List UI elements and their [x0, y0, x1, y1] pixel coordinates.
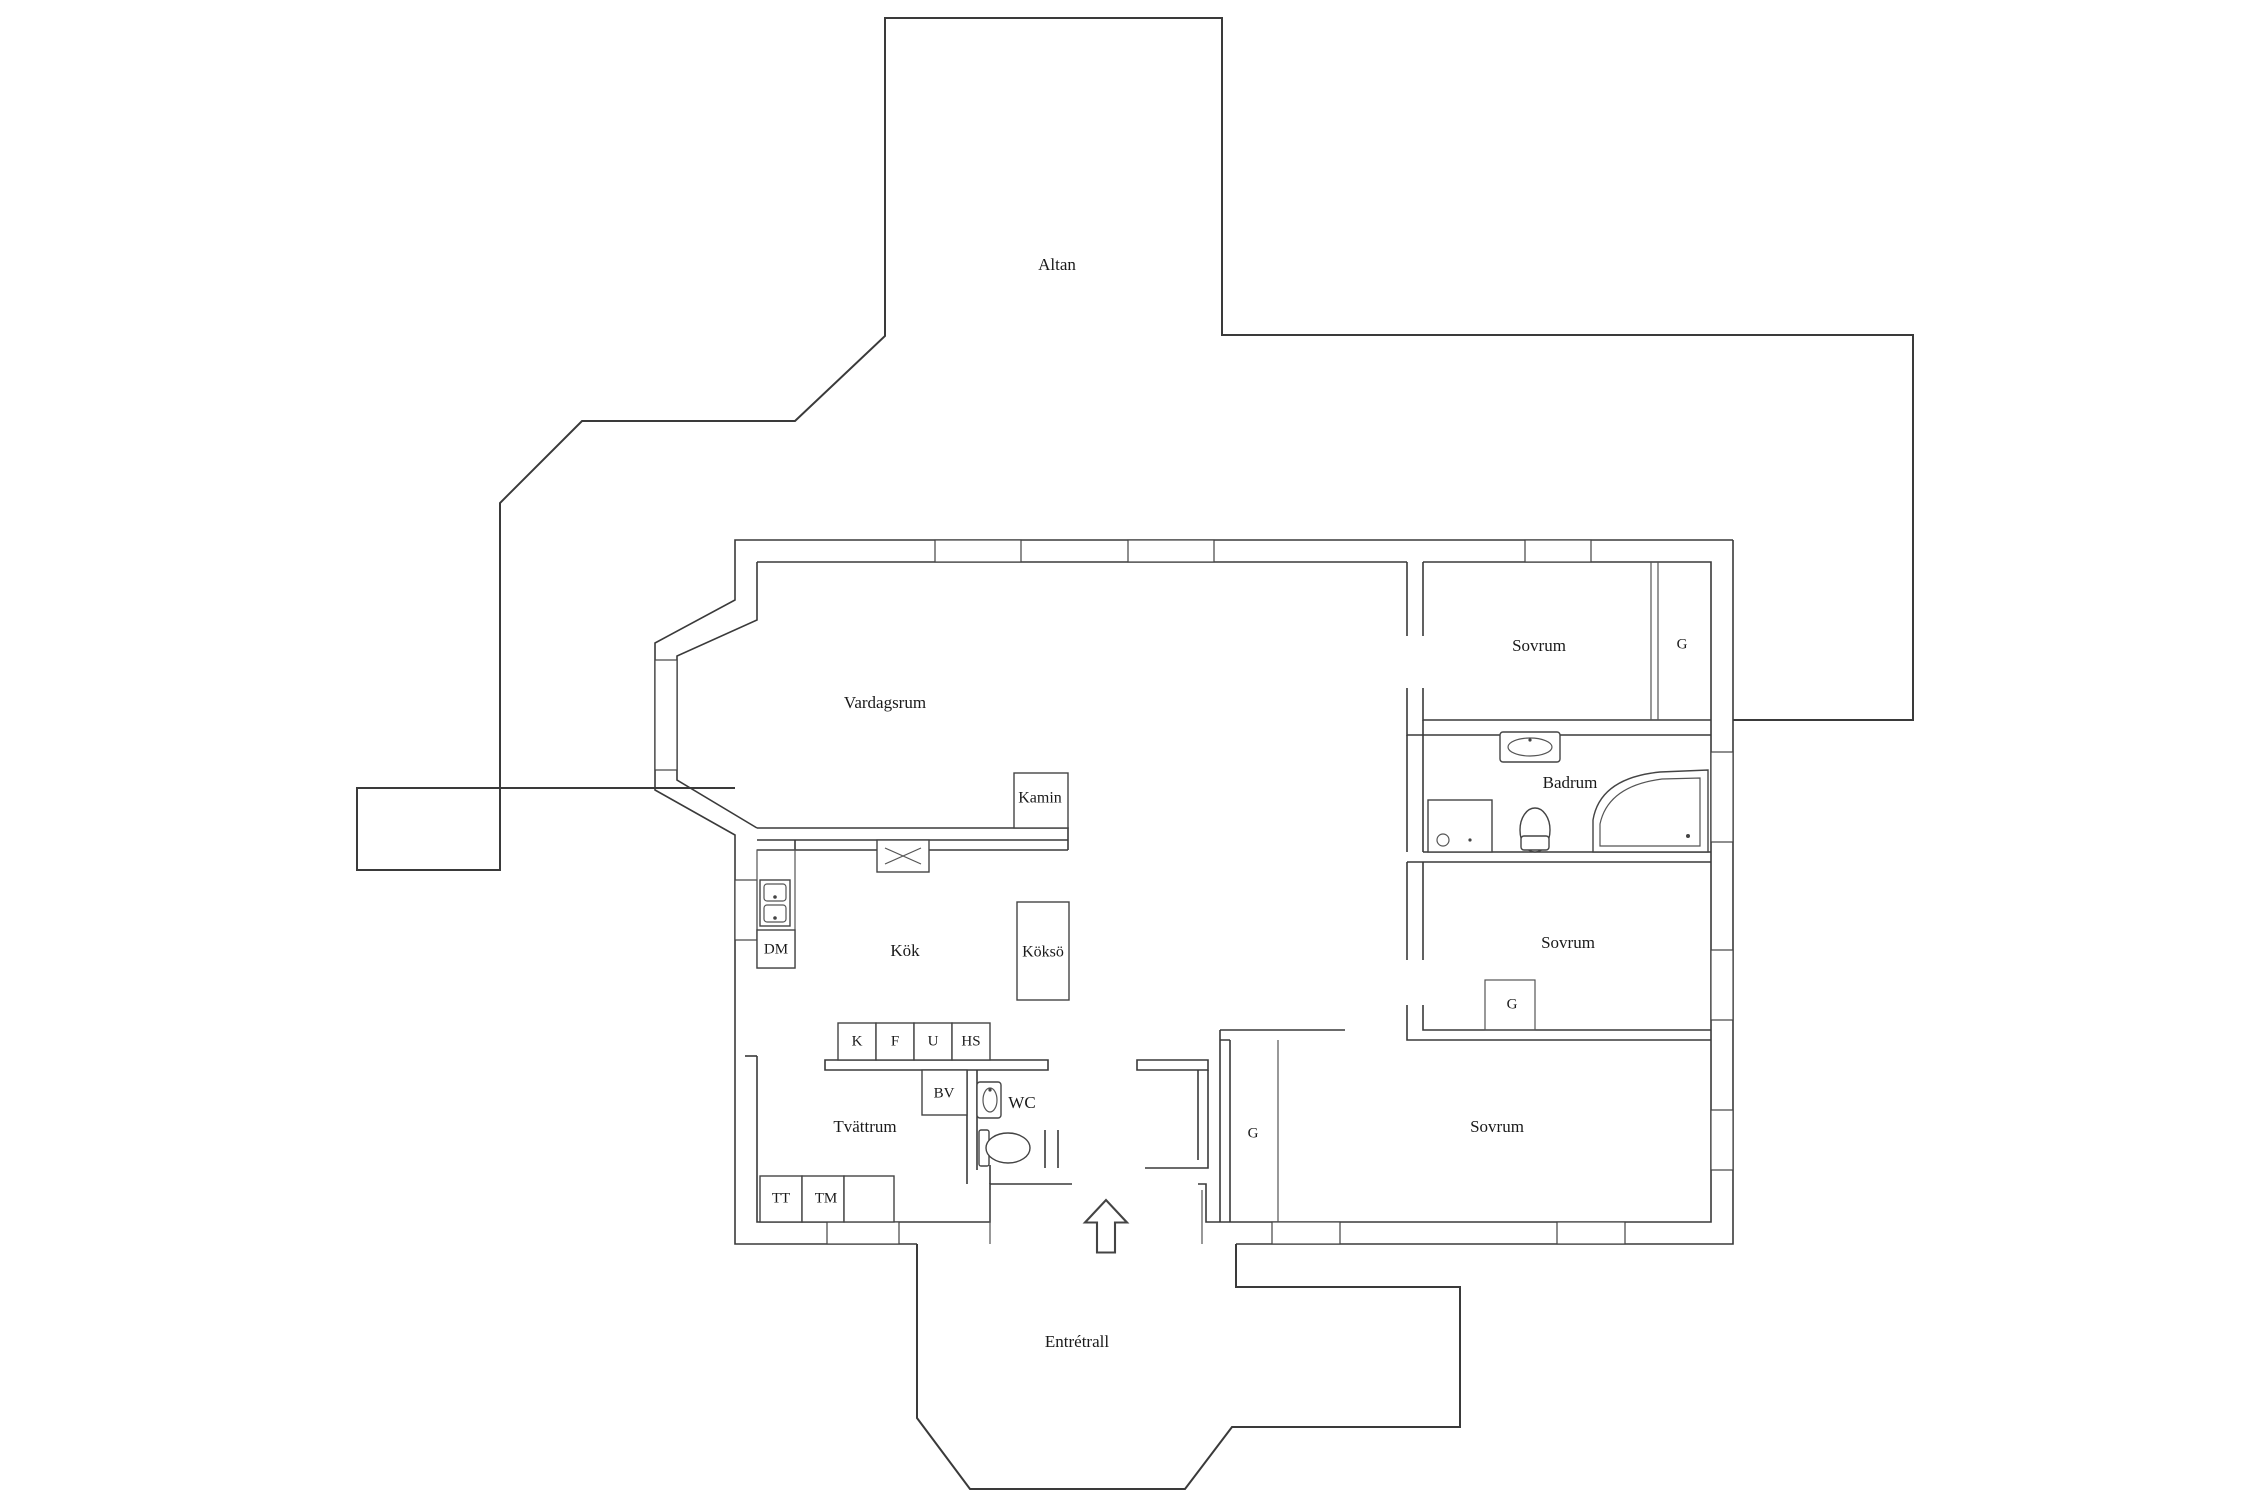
label-g-1: G	[1677, 636, 1688, 652]
room-label-entretrall: Entrétrall	[1045, 1332, 1109, 1351]
sink-icon	[1499, 731, 1561, 763]
koksö-island	[1016, 901, 1070, 1001]
range-hood-icon	[876, 839, 930, 873]
label-bv: BV	[934, 1085, 955, 1101]
label-dm: DM	[764, 941, 788, 957]
sink-icon	[759, 879, 791, 927]
windows	[654, 539, 1734, 1245]
room-label-sovrum-2: Sovrum	[1541, 933, 1595, 952]
label-g-2: G	[1507, 996, 1518, 1012]
corner-bathtub-icon	[1592, 769, 1709, 853]
room-label-tvattrum: Tvättrum	[833, 1117, 896, 1136]
bv-box	[921, 1069, 968, 1116]
label-g-3: G	[1248, 1125, 1259, 1141]
room-label-sovrum-1: Sovrum	[1512, 636, 1566, 655]
room-label-sovrum-3: Sovrum	[1470, 1117, 1524, 1136]
shower-icon	[1427, 799, 1493, 853]
label-f: F	[891, 1033, 899, 1049]
entretrall-outline	[916, 1244, 1461, 1490]
label-kamin: Kamin	[1018, 790, 1062, 807]
room-label-vardagsrum: Vardagsrum	[844, 693, 926, 712]
altan-outline	[356, 17, 1914, 871]
room-label-badrum: Badrum	[1543, 773, 1598, 792]
toilet-icon	[1519, 807, 1551, 853]
house-exterior-inner	[676, 561, 1712, 1223]
label-tt: TT	[772, 1190, 790, 1206]
kamin-box	[1013, 772, 1069, 829]
room-label-wc: WC	[1008, 1093, 1035, 1112]
room-label-altan: Altan	[1038, 255, 1076, 274]
label-koksö: Köksö	[1022, 944, 1064, 961]
house-exterior-outer	[654, 539, 1734, 1245]
appliance-row	[837, 1022, 991, 1061]
room-label-kok: Kök	[890, 941, 920, 960]
wardrobe-partitions	[1277, 562, 1659, 1222]
label-tm: TM	[815, 1190, 838, 1206]
label-k: K	[852, 1033, 863, 1049]
label-hs: HS	[961, 1033, 980, 1049]
arrow-up-icon	[1082, 1198, 1130, 1254]
dm-box	[756, 929, 796, 969]
toilet-icon	[978, 1129, 1031, 1167]
laundry-units	[759, 1175, 895, 1223]
label-u: U	[928, 1033, 939, 1049]
entrance-frame	[989, 1190, 1203, 1244]
sink-icon	[976, 1081, 1002, 1119]
